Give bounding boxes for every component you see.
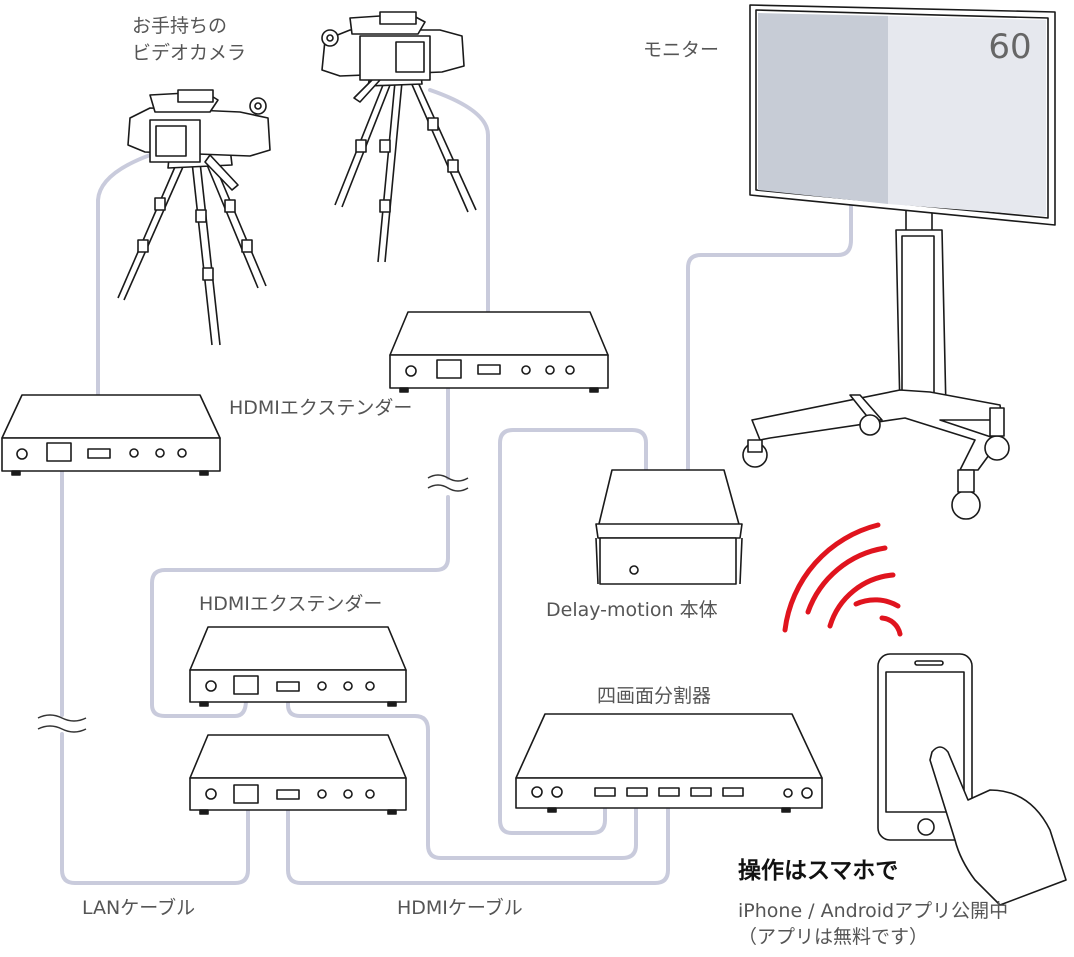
hdmi-extender-label-mid: HDMIエクステンダー <box>199 593 383 615</box>
camera-top <box>321 11 477 263</box>
own-camera-label-line2: ビデオカメラ <box>132 42 247 64</box>
hdmi-extender-mid-1 <box>189 626 407 707</box>
monitor <box>742 4 1056 520</box>
break-mark-left <box>37 714 87 733</box>
quad-splitter-label: 四画面分割器 <box>597 685 712 707</box>
own-camera-label-line1: お手持ちの <box>132 15 228 37</box>
cable-break-marks <box>37 474 469 733</box>
hdmi-cable-ext2-splitter <box>286 798 670 885</box>
hdmi-extender-mid-2 <box>189 734 407 815</box>
hdmi-cable-splitter-delay <box>498 428 648 835</box>
hdmi-extender-top <box>389 311 609 393</box>
wifi-icon <box>782 522 903 637</box>
cables <box>60 88 853 885</box>
hdmi-cable-ext1-splitter <box>286 686 638 860</box>
camera-left <box>117 89 271 346</box>
hand-icon <box>929 746 1067 906</box>
delay-motion-label: Delay-motion 本体 <box>546 599 718 621</box>
quad-splitter <box>515 713 823 813</box>
smartphone-control-label: 操作はスマホで <box>738 858 899 884</box>
monitor-number: 60 <box>988 27 1031 67</box>
lan-cable-top-lower <box>150 495 450 718</box>
lan-cable-label: LANケーブル <box>82 897 196 919</box>
hdmi-cable-delay-monitor <box>686 193 853 472</box>
hdmi-cable-camera-top <box>428 88 490 372</box>
app-availability-label: iPhone / Androidアプリ公開中 <box>738 900 1009 922</box>
lan-cable-left-lower <box>60 732 250 885</box>
break-mark-top <box>427 474 469 492</box>
delay-motion-unit <box>595 469 743 585</box>
app-free-label: （アプリは無料です） <box>738 926 929 948</box>
hdmi-extender-left <box>1 394 221 476</box>
monitor-label: モニター <box>643 39 720 61</box>
hdmi-extender-label-top: HDMIエクステンダー <box>229 397 413 419</box>
hdmi-cable-label: HDMIケーブル <box>397 897 523 919</box>
